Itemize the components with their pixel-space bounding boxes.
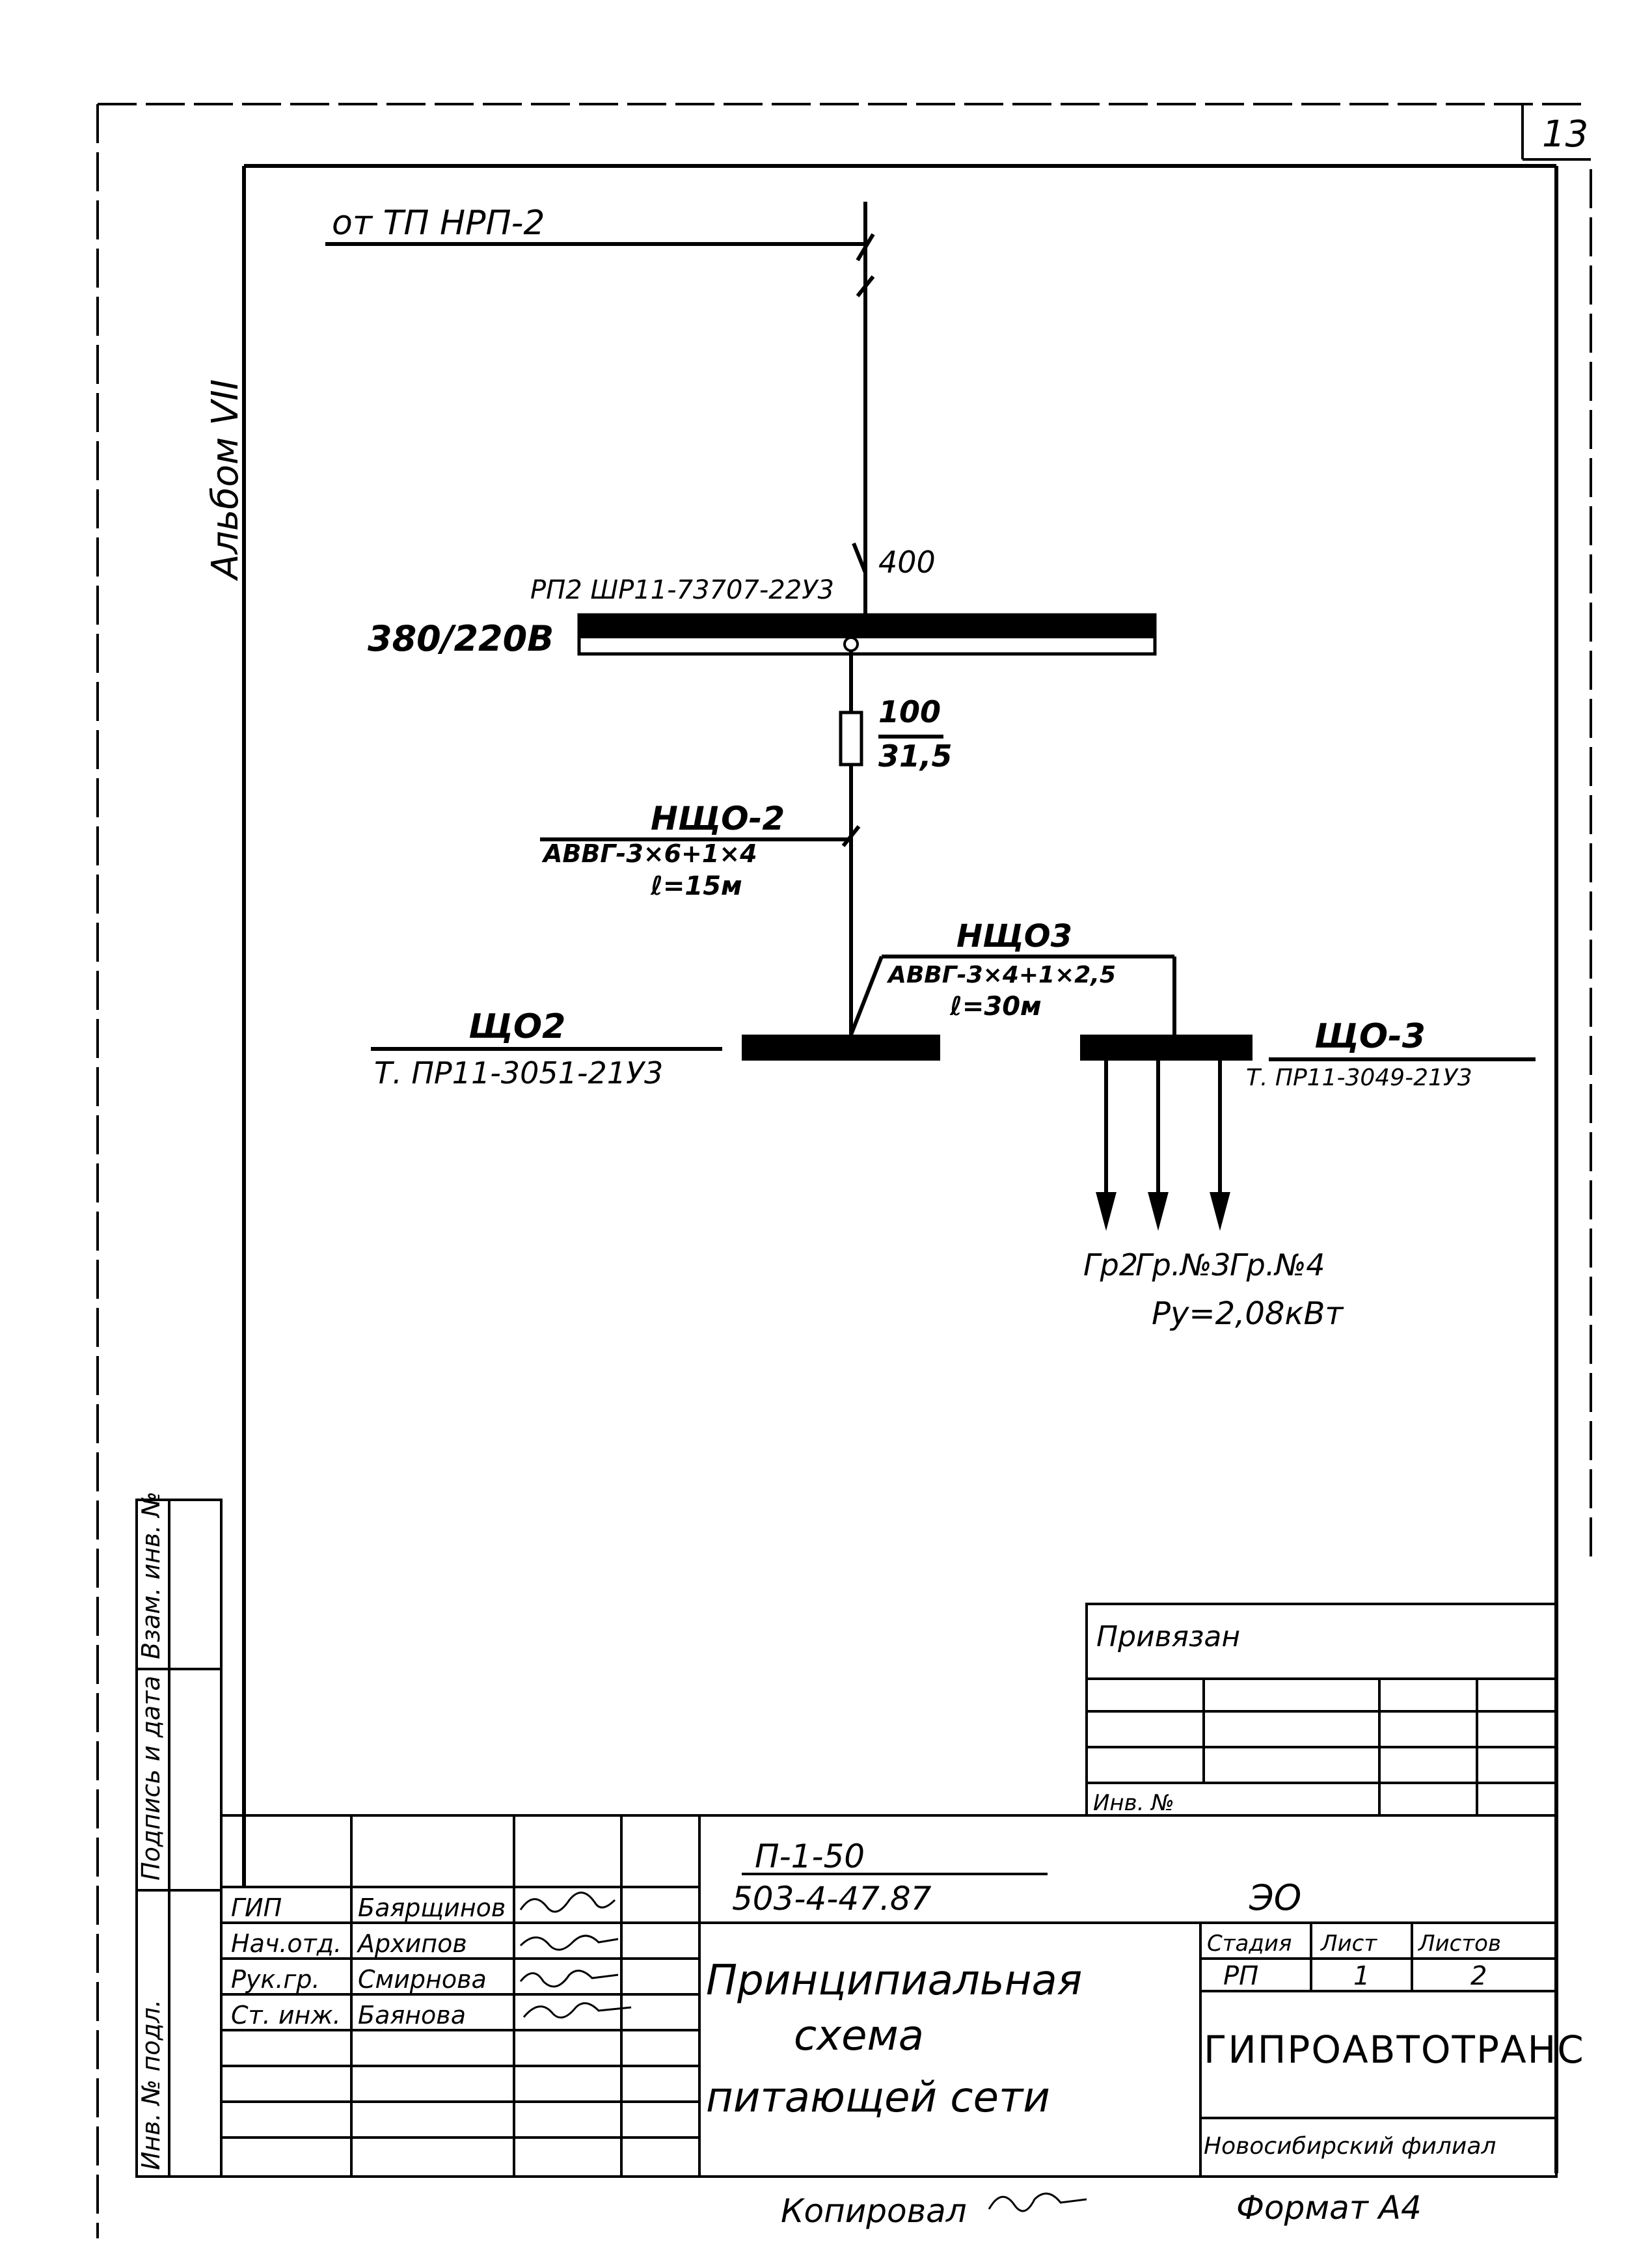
breaker-label: РП2 ШР11-73707-22У3 — [530, 575, 834, 605]
circuit-lines — [325, 202, 1536, 1061]
feeder1-cable: АВВГ-3×6+1×4 — [541, 839, 757, 868]
stage-header: Стадия — [1207, 1931, 1292, 1957]
copied-signature — [988, 2192, 1087, 2212]
side-sign-date: Подпись и дата — [137, 1676, 165, 1880]
feeder1-length: ℓ=15м — [650, 871, 742, 901]
source-label: от ТП НРП-2 — [332, 204, 545, 243]
organization: ГИПРОАВТОТРАНС — [1204, 2028, 1585, 2072]
fuse-nominal: 100 — [878, 694, 941, 729]
bus-voltage: 380/220В — [368, 618, 554, 659]
copied-label: Копировал — [781, 2192, 967, 2230]
title-block-lines — [220, 1814, 1558, 2178]
mark: ЭО — [1249, 1877, 1301, 1918]
title-line-1: Принципиальная — [706, 1957, 1082, 2005]
title-line-3: питающей сети — [706, 2074, 1050, 2122]
panel1-name: ЩО2 — [468, 1007, 565, 1046]
code-1: П-1-50 — [755, 1838, 865, 1875]
side-inv-orig: Инв. № подл. — [137, 2000, 165, 2170]
sheet-value: 1 — [1353, 1961, 1370, 1991]
panel1-type: Т. ПР11-3051-21У3 — [374, 1055, 663, 1091]
group-label-2: Гр2 — [1083, 1247, 1138, 1283]
role-st-inzh: Ст. инж. — [231, 2001, 341, 2029]
name-st-inzh: Баянова — [358, 2001, 466, 2029]
outer-frame — [96, 103, 1592, 2238]
sheets-value: 2 — [1470, 1961, 1487, 1991]
panel2-busbar — [1080, 1035, 1253, 1061]
name-ruk-gr: Смирнова — [358, 1965, 487, 1994]
panel2-type: Т. ПР11-3049-21У3 — [1246, 1065, 1472, 1091]
title-line-2: схема — [794, 2012, 924, 2060]
page-number: 13 — [1542, 113, 1588, 156]
album-label: Альбом VII — [204, 379, 247, 581]
feeder2-name: НЩО3 — [956, 918, 1072, 955]
signatures — [519, 1892, 632, 2019]
name-gip: Баярщинов — [358, 1894, 506, 1922]
format-label: Формат А4 — [1236, 2189, 1422, 2227]
group-arrows — [1096, 1061, 1230, 1231]
role-nach-otd: Нач.отд. — [231, 1929, 342, 1958]
breaker-rating: 400 — [878, 545, 936, 580]
panel2-name: ЩО-3 — [1314, 1017, 1426, 1056]
panel1-busbar — [742, 1035, 940, 1061]
inner-frame — [242, 164, 1558, 2173]
name-nach-otd: Архипов — [356, 1929, 467, 1958]
sheets-header: Листов — [1417, 1931, 1501, 1957]
fuse — [839, 711, 863, 767]
feeder2-length: ℓ=30м — [949, 992, 1042, 1022]
feeder1-name: НЩО-2 — [651, 800, 785, 837]
branch: Новосибирский филиал — [1204, 2133, 1496, 2160]
stage-value: РП — [1223, 1961, 1258, 1991]
power-label: Ру=2,08кВт — [1152, 1296, 1344, 1332]
code-2: 503-4-47.87 — [732, 1880, 932, 1918]
role-gip: ГИП — [231, 1894, 282, 1922]
sheet-header: Лист — [1320, 1931, 1377, 1957]
main-bus — [577, 613, 1157, 656]
group-label-4: Гр.№4 — [1230, 1247, 1325, 1283]
feeder2-cable: АВВГ-3×4+1×2,5 — [886, 962, 1116, 988]
privyazan-inv: Инв. № — [1093, 1790, 1174, 1816]
side-inv-replace: Взам. инв. № — [137, 1491, 165, 1659]
privyazan-title: Привязан — [1096, 1620, 1240, 1653]
fuse-insert: 31,5 — [878, 739, 953, 774]
group-label-3: Гр.№3 — [1135, 1247, 1231, 1283]
role-ruk-gr: Рук.гр. — [231, 1965, 320, 1994]
